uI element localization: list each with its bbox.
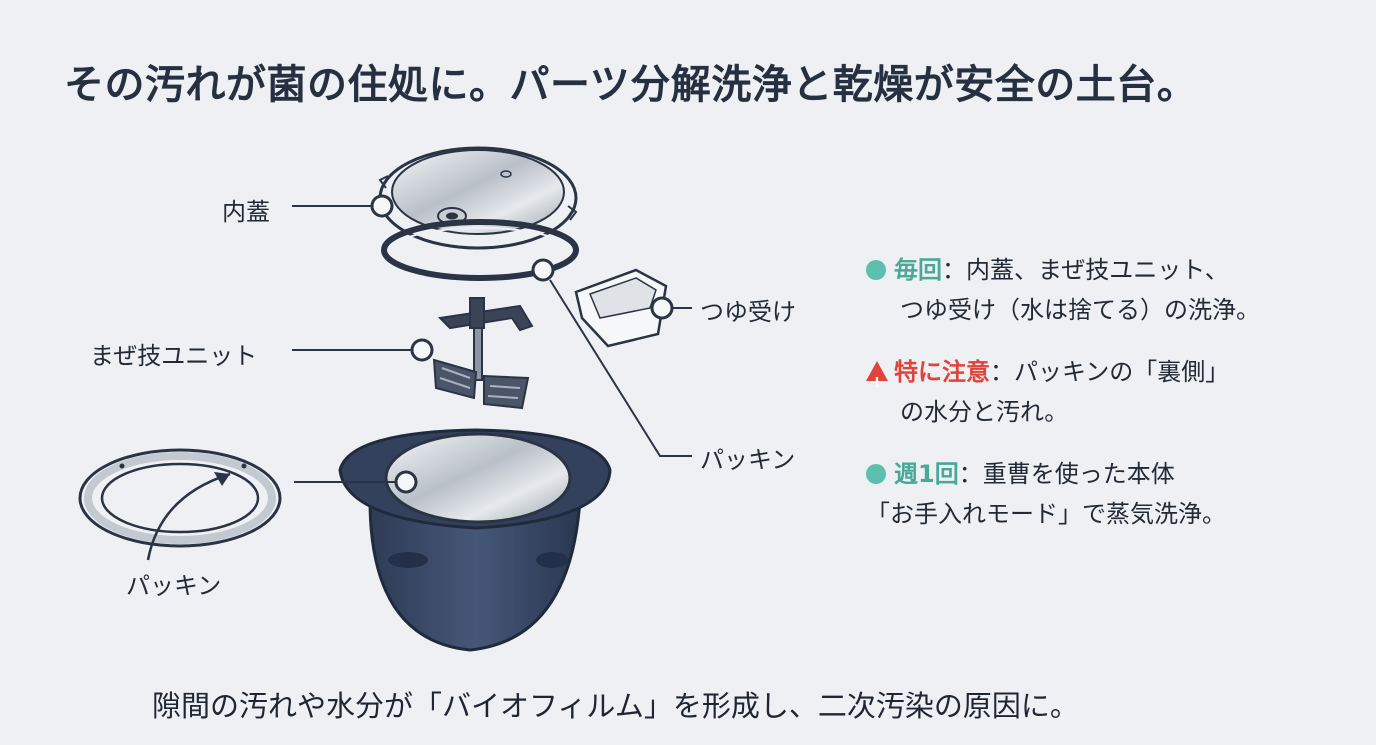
note-text-cont: つゆ受け（水は捨てる）の洗浄。	[900, 296, 1260, 324]
note-key: 特に注意	[894, 358, 990, 386]
label-gasket-left: パッキン	[126, 572, 222, 600]
footer-caption: 隙間の汚れや水分が「バイオフィルム」を形成し、二次汚染の原因に。	[152, 689, 1079, 723]
label-gasket-right: パッキン	[700, 446, 796, 474]
note-caution: 特に注意：パッキンの「裏側」 の水分と汚れ。	[866, 352, 1346, 432]
label-dew-tray: つゆ受け	[700, 298, 796, 326]
mazewaza-unit	[432, 297, 534, 410]
label-inner-lid: 内蓋	[222, 198, 270, 226]
note-text-cont: 「お手入れモード」で蒸気洗浄。	[866, 500, 1226, 528]
leader-lines	[292, 205, 692, 483]
pot-body	[338, 428, 612, 652]
callout-markers	[370, 194, 674, 494]
note-weekly: 週1回：重曹を使った本体 「お手入れモード」で蒸気洗浄。	[866, 454, 1346, 534]
gasket-large	[78, 448, 282, 561]
note-text: パッキンの「裏側」	[1014, 358, 1230, 386]
note-text-cont: の水分と汚れ。	[900, 398, 1069, 426]
warning-icon	[866, 361, 888, 404]
teal-dot-icon	[866, 260, 886, 280]
teal-dot-icon	[866, 464, 886, 484]
label-mazewaza-unit: まぜ技ユニット	[90, 342, 258, 370]
note-every-time: 毎回：内蓋、まぜ技ユニット、 つゆ受け（水は捨てる）の洗浄。	[866, 250, 1346, 330]
note-text: 重曹を使った本体	[982, 460, 1175, 488]
care-notes: 毎回：内蓋、まぜ技ユニット、 つゆ受け（水は捨てる）の洗浄。 特に注意：パッキン…	[866, 250, 1346, 556]
gasket-ring-top	[381, 219, 579, 281]
dew-tray	[574, 268, 668, 348]
note-key: 毎回	[894, 256, 942, 284]
note-text: 内蓋、まぜ技ユニット、	[966, 256, 1229, 284]
note-key: 週1回	[894, 460, 959, 488]
page-title: その汚れが菌の住処に。パーツ分解洗浄と乾燥が安全の土台。	[64, 62, 1198, 108]
